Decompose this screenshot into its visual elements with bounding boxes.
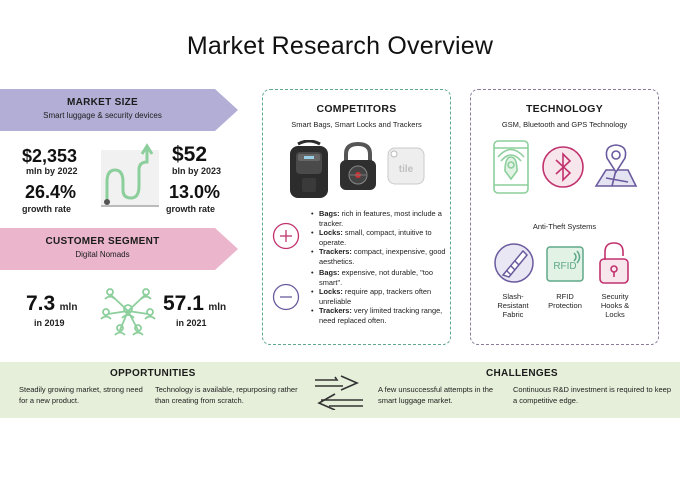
customer-segment-banner: CUSTOMER SEGMENT Digital Nomads — [0, 228, 240, 270]
rfid-protection-label: RFID Protection — [548, 292, 582, 310]
list-item: Trackers: very limited tracking range, n… — [311, 306, 447, 325]
market-size-value-right-sub: bln by 2023 — [172, 166, 222, 176]
gps-map-pin-icon — [592, 142, 640, 199]
growth-rate-right-sub: growth rate — [166, 204, 216, 214]
competitor-pros-list: Bags: rich in features, most include a t… — [311, 209, 447, 267]
market-size-value-right: $52 — [172, 143, 208, 166]
challenges-col1: A few unsuccessful attempts in the smart… — [378, 385, 494, 405]
market-size-value-left: $2,353 — [22, 146, 78, 166]
growth-rate-right: 13.0% — [169, 182, 221, 202]
growth-chart-icon — [95, 140, 165, 215]
market-size-banner: MARKET SIZE Smart luggage & security dev… — [0, 89, 240, 131]
technology-subheading: GSM, Bluetooth and GPS Technology — [501, 120, 628, 129]
challenges-heading: CHALLENGES — [486, 368, 558, 379]
opportunities-challenges-band — [0, 362, 680, 418]
customer-segment-subheading: Digital Nomads — [75, 250, 130, 259]
list-item: Locks: small, compact, intuitive to oper… — [311, 228, 447, 247]
technology-panel — [470, 89, 659, 345]
opportunities-col2: Technology is available, repurposing rat… — [155, 385, 298, 405]
plus-circle-icon — [272, 222, 300, 255]
customer-year-right: in 2021 — [176, 318, 207, 328]
page-title: Market Research Overview — [186, 32, 494, 60]
competitors-subheading: Smart Bags, Smart Locks and Trackers — [291, 120, 422, 129]
tracker-image: tile — [385, 142, 427, 195]
growth-rate-left-sub: growth rate — [22, 204, 72, 214]
rfid-card-label: RFID — [553, 261, 576, 272]
list-item: Bags: rich in features, most include a t… — [311, 209, 447, 228]
technology-heading: TECHNOLOGY — [525, 103, 604, 115]
padlock-icon — [596, 240, 632, 291]
customer-year-left: in 2019 — [34, 318, 65, 328]
growth-rate-left: 26.4% — [25, 182, 77, 202]
list-item: Locks: require app, trackers often unrel… — [311, 287, 447, 306]
smart-lock-image — [334, 140, 382, 197]
tracker-brand-label: tile — [399, 164, 414, 175]
customer-value-right: 57.1 mln — [163, 292, 226, 316]
anti-theft-heading: Anti-Theft Systems — [532, 222, 597, 231]
competitors-panel — [262, 89, 451, 345]
competitor-cons-list: Bags: expensive, not durable, "too smart… — [311, 268, 447, 326]
list-item: Bags: expensive, not durable, "too smart… — [311, 268, 447, 287]
banner-arrow-shape — [0, 89, 238, 131]
opportunities-col1: Steadily growing market, strong need for… — [19, 385, 143, 405]
market-size-subheading: Smart luggage & security devices — [43, 111, 162, 120]
opportunities-heading: OPPORTUNITIES — [110, 368, 196, 379]
slash-resistant-label: Slash- Resistant Fabric — [497, 292, 529, 319]
challenges-col2: Continuous R&D investment is required to… — [513, 385, 671, 405]
competitors-heading: COMPETITORS — [316, 103, 397, 115]
slash-resistant-fabric-icon — [493, 241, 535, 290]
customer-value-left-unit: mln — [59, 302, 78, 313]
security-hooks-label: Security Hooks & Locks — [600, 292, 630, 319]
market-size-value-left-sub: mln by 2022 — [26, 166, 78, 176]
customer-value-right-number: 57.1 — [163, 292, 204, 315]
exchange-arrows-icon — [313, 374, 365, 415]
smart-backpack-image — [284, 139, 334, 205]
network-people-icon — [98, 284, 158, 343]
minus-circle-icon — [272, 283, 300, 316]
customer-value-left-number: 7.3 — [26, 292, 56, 315]
customer-value-right-unit: mln — [208, 302, 227, 313]
bluetooth-icon — [541, 145, 585, 194]
rfid-card-icon: RFID — [544, 241, 586, 290]
list-item: Trackers: compact, inexpensive, good aes… — [311, 247, 447, 266]
customer-value-left: 7.3 mln — [26, 292, 77, 316]
customer-segment-heading: CUSTOMER SEGMENT — [45, 236, 160, 247]
gsm-phone-icon — [491, 139, 531, 200]
banner-arrow-shape — [0, 228, 238, 270]
market-size-heading: MARKET SIZE — [66, 97, 139, 108]
